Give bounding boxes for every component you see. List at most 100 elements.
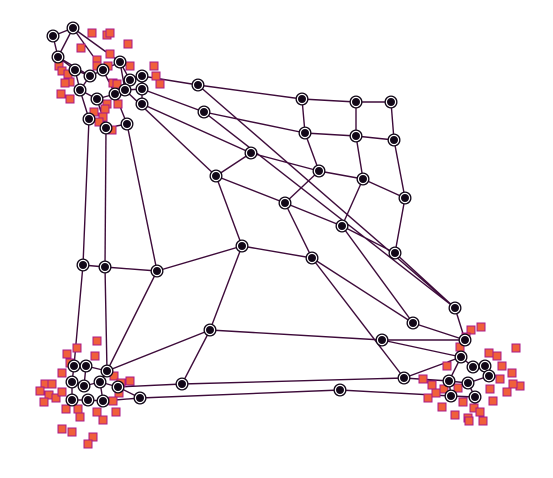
graph-edge: [403, 356, 462, 379]
square-marker: [437, 402, 447, 412]
square-marker: [61, 404, 71, 414]
square-marker: [60, 78, 70, 88]
square-marker: [113, 99, 123, 109]
graph-node: [96, 63, 110, 77]
square-marker: [57, 387, 67, 397]
graph-node: [209, 169, 223, 183]
square-marker: [484, 348, 494, 358]
square-marker: [458, 397, 468, 407]
graph-edge: [412, 322, 466, 341]
graph-node: [175, 377, 189, 391]
graph-edge: [82, 118, 90, 266]
square-marker: [149, 61, 159, 71]
graph-edge: [104, 127, 107, 268]
graph-node: [99, 121, 113, 135]
graph-edge: [141, 103, 252, 154]
graph-node: [349, 95, 363, 109]
square-marker: [56, 89, 66, 99]
graph-node: [375, 333, 389, 347]
graph-node: [454, 350, 468, 364]
graph-edge: [215, 175, 286, 204]
square-marker: [508, 379, 518, 389]
graph-edge: [362, 178, 406, 199]
square-marker: [83, 439, 93, 449]
square-marker: [39, 397, 49, 407]
square-marker: [155, 79, 165, 89]
graph-node: [468, 390, 482, 404]
graph-node: [135, 97, 149, 111]
graph-node: [333, 383, 347, 397]
graph-edge: [304, 132, 357, 137]
square-marker: [62, 349, 72, 359]
graph-node: [135, 82, 149, 96]
graph-edge: [141, 88, 205, 113]
graph-node: [397, 371, 411, 385]
graph-edge: [284, 202, 313, 259]
square-marker: [94, 117, 104, 127]
graph-node: [76, 258, 90, 272]
graph-edge: [381, 339, 462, 358]
graph-edge: [284, 202, 343, 227]
square-marker: [125, 61, 135, 71]
square-marker: [492, 351, 502, 361]
graph-edge: [355, 135, 364, 180]
graph-node: [66, 21, 80, 35]
graph-edge: [139, 389, 341, 399]
square-marker: [108, 396, 118, 406]
square-marker: [57, 368, 67, 378]
graph-node: [133, 391, 147, 405]
graph-node: [67, 359, 81, 373]
graph-edge: [104, 266, 158, 272]
graph-node: [197, 105, 211, 119]
graph-node: [305, 251, 319, 265]
square-marker: [92, 336, 102, 346]
graph-node: [118, 83, 132, 97]
graph-edge: [141, 75, 199, 86]
graph-node: [278, 196, 292, 210]
square-marker: [475, 407, 485, 417]
square-marker: [105, 49, 115, 59]
square-marker-layer: [35, 28, 525, 449]
graph-edge: [341, 178, 364, 227]
graph-edge: [215, 175, 243, 247]
square-marker: [98, 415, 108, 425]
graph-edge: [197, 84, 303, 100]
graph-node: [244, 146, 258, 160]
graph-node: [82, 112, 96, 126]
graph-node: [68, 63, 82, 77]
square-marker: [485, 384, 495, 394]
graph-node: [335, 219, 349, 233]
square-marker: [478, 416, 488, 426]
square-marker: [87, 28, 97, 38]
graph-node: [90, 92, 104, 106]
square-marker: [125, 376, 135, 386]
graph-node: [312, 164, 326, 178]
graph-edge: [106, 270, 158, 372]
graph-node: [108, 87, 122, 101]
graph-node: [83, 69, 97, 83]
square-marker: [123, 39, 133, 49]
graph-node: [384, 95, 398, 109]
graph-node: [135, 69, 149, 83]
square-marker: [65, 94, 75, 104]
graph-edge: [126, 123, 158, 272]
graph-edge: [393, 139, 406, 199]
graph-edge: [311, 257, 414, 324]
graph-edge: [104, 266, 108, 372]
graph-edge: [311, 257, 405, 379]
square-marker: [488, 396, 498, 406]
square-marker: [442, 361, 452, 371]
graph-node: [79, 359, 93, 373]
graph-node: [150, 264, 164, 278]
graph-node: [388, 246, 402, 260]
graph-edge: [250, 152, 320, 172]
square-marker: [464, 416, 474, 426]
graph-edge: [341, 225, 414, 324]
graph-edge: [181, 329, 211, 385]
graph-node: [73, 83, 87, 97]
square-marker: [453, 383, 463, 393]
square-marker: [450, 410, 460, 420]
graph-edge: [203, 111, 456, 309]
graph-node: [65, 375, 79, 389]
graph-node: [444, 389, 458, 403]
